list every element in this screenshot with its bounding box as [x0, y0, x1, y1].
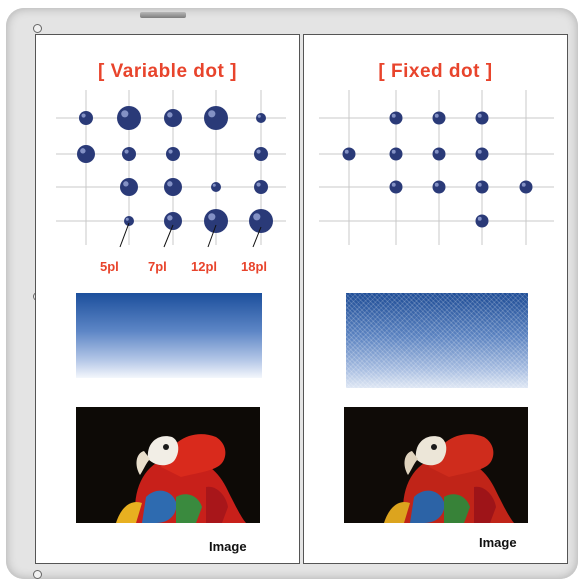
variable-dot — [164, 109, 182, 127]
fixed-dot — [432, 147, 446, 161]
size-label-18pl: 18pl — [241, 259, 268, 274]
variable-dot — [204, 106, 228, 130]
variable-dot — [117, 106, 141, 130]
fixed-dot — [519, 180, 533, 194]
fixed-dot — [475, 111, 489, 125]
variable-dot — [166, 147, 180, 161]
size-leader-line — [252, 226, 262, 248]
variable-dot — [254, 180, 268, 194]
screw-bottom-left — [33, 570, 42, 579]
size-leader-line — [119, 222, 130, 248]
size-label-7pl: 7pl — [148, 259, 167, 274]
fixed-dot-panel: [ Fixed dot ] Image — [303, 34, 568, 564]
variable-dot — [120, 178, 138, 196]
variable-dot — [122, 147, 136, 161]
size-label-5pl: 5pl — [100, 259, 119, 274]
variable-dot — [249, 209, 273, 233]
size-leader-line — [207, 224, 217, 248]
variable-dot — [256, 113, 266, 123]
fixed-dot-gradient — [346, 293, 528, 388]
variable-dot — [124, 216, 134, 226]
variable-dot-parrot-image — [76, 407, 260, 523]
variable-dot-gradient — [76, 293, 262, 378]
variable-dot-grid — [56, 90, 286, 248]
fixed-dot-title: [ Fixed dot ] — [378, 61, 493, 82]
variable-dot-caption: Image — [209, 539, 247, 554]
variable-dot — [254, 147, 268, 161]
fixed-dot — [342, 147, 356, 161]
variable-dot-panel: [ Variable dot ] 5pl 7pl 12pl 18pl Image — [35, 34, 300, 564]
fixed-dot — [475, 180, 489, 194]
variable-dot — [211, 182, 221, 192]
fixed-dot — [475, 214, 489, 228]
fixed-dot — [432, 111, 446, 125]
fixed-dot — [389, 147, 403, 161]
variable-dot — [79, 111, 93, 125]
screw-top-left — [33, 24, 42, 33]
variable-dot — [164, 178, 182, 196]
size-leader-line — [163, 224, 174, 248]
variable-dot — [164, 212, 182, 230]
fixed-dot — [432, 180, 446, 194]
fixed-dot-grid — [319, 90, 554, 245]
fixed-dot — [389, 111, 403, 125]
fixed-dot-caption: Image — [479, 535, 517, 550]
size-label-12pl: 12pl — [191, 259, 218, 274]
variable-dot — [204, 209, 228, 233]
frame-clip — [140, 12, 186, 18]
variable-dot — [77, 145, 95, 163]
fixed-dot — [389, 180, 403, 194]
fixed-dot-parrot-image — [344, 407, 528, 523]
fixed-dot — [475, 147, 489, 161]
variable-dot-title: [ Variable dot ] — [98, 61, 237, 82]
